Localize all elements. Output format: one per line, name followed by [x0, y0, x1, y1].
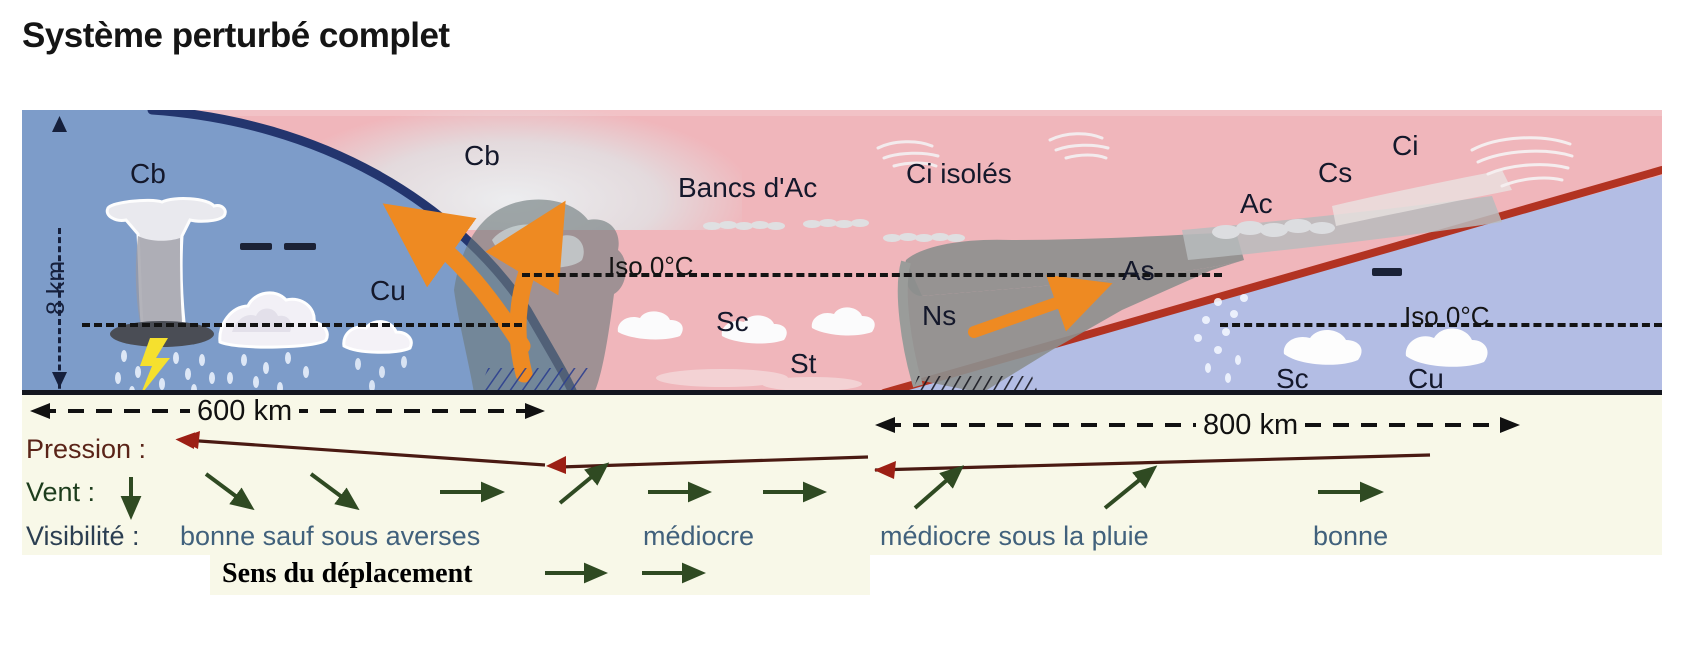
label-cu-right: Cu	[1408, 363, 1444, 393]
iso-zero-line-mid	[522, 273, 1222, 277]
cumulus-cloud-2	[342, 320, 413, 354]
legend-panel-lower	[210, 555, 870, 595]
altostratus-band	[1182, 196, 1502, 260]
iso-label-mid: Iso 0°C	[608, 251, 694, 281]
cirrus-wisps-isolated	[876, 132, 1110, 168]
pressure-label: Pression :	[26, 434, 147, 464]
stratocumulus-right	[1283, 329, 1362, 365]
label-cs: Cs	[1318, 157, 1353, 188]
sky-panel: Iso 0°C Iso 0°C 8 km Cb Cb Cu Bancs d'Ac…	[22, 110, 1662, 393]
label-ac: Ac	[1240, 188, 1273, 219]
visibility-value-3: médiocre sous la pluie	[880, 521, 1149, 551]
cirrus-wisps-right	[1470, 136, 1574, 188]
pressure-curve	[175, 432, 1431, 472]
stratus-warm-sector	[656, 369, 862, 391]
cumulus-right	[1405, 328, 1488, 367]
visibility-label: Visibilité :	[26, 521, 140, 551]
altitude-axis-arrows	[52, 116, 67, 388]
label-cb-mid: Cb	[464, 140, 500, 171]
label-ci-isoles: Ci isolés	[906, 158, 1012, 189]
altocumulus-patches	[703, 219, 965, 242]
lightning-icon	[140, 338, 170, 393]
visibility-value-4: bonne	[1313, 521, 1389, 551]
movement-direction-label: Sens du déplacement	[222, 558, 473, 589]
iso-zero-line-left	[82, 323, 522, 327]
altocumulus-row-right	[1212, 219, 1335, 239]
cirrostratus-veil	[1332, 170, 1512, 226]
stratocumulus-warm-sector	[617, 307, 875, 344]
distance-arrow-600	[30, 403, 545, 419]
label-as: As	[1122, 255, 1155, 286]
label-st-mid: St	[790, 348, 817, 379]
label-sc-mid: Sc	[716, 306, 749, 337]
label-cu-left: Cu	[370, 275, 406, 306]
label-bancs-ac: Bancs d'Ac	[678, 172, 818, 203]
iso-label-right: Iso 0°C	[1404, 301, 1490, 331]
rain-shower-2	[355, 356, 407, 392]
sky-overlay	[105, 110, 1662, 393]
visibility-value-1: bonne sauf sous averses	[180, 521, 481, 551]
sky-top-band	[22, 110, 1662, 116]
label-ns: Ns	[922, 300, 957, 331]
cumulonimbus-left	[105, 197, 227, 347]
visibility-value-2: médiocre	[643, 521, 755, 551]
precip-hatch-cold-front	[478, 368, 588, 393]
wind-label: Vent :	[26, 477, 96, 507]
updraft-arrows	[382, 200, 566, 383]
precip-hatch-warm-front	[912, 376, 1038, 393]
minus-signs-cold	[240, 243, 1402, 276]
pressure-arrow-heads	[178, 431, 896, 479]
label-ci-right: Ci	[1392, 130, 1419, 161]
altitude-axis	[58, 228, 64, 393]
distance-label-800: 800 km	[1196, 409, 1306, 442]
page-title: Système perturbé complet	[22, 16, 450, 55]
precipitation-right	[1194, 294, 1248, 383]
label-cb-left: Cb	[130, 158, 166, 189]
iso-zero-line-right	[1220, 323, 1662, 327]
distance-label-600: 600 km	[190, 395, 300, 428]
wind-arrows	[120, 462, 1384, 520]
label-sc-right: Sc	[1276, 363, 1309, 393]
warm-front-updraft-arrow	[968, 274, 1113, 338]
ground-line	[22, 390, 1662, 395]
